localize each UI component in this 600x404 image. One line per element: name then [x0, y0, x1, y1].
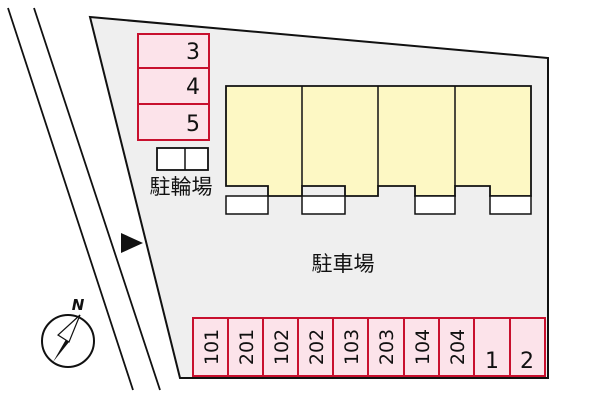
parking-spot	[297, 317, 334, 377]
north-compass-icon: N	[41, 296, 95, 368]
road-edge-left	[7, 7, 134, 391]
parking-spot-label: 3	[186, 40, 200, 65]
balcony	[301, 195, 346, 215]
parking-spot	[137, 67, 210, 105]
parking-spot	[227, 317, 264, 377]
balcony	[414, 195, 456, 215]
parking-spot-label: 1	[485, 349, 499, 374]
top-parking-spots: 3 4 5	[137, 33, 210, 141]
parking-spot-label: 103	[341, 329, 363, 365]
compass-needle-light	[57, 314, 81, 343]
apartment-building	[225, 85, 532, 215]
bicycle-parking-label: 駐輪場	[150, 175, 213, 199]
parking-spot	[192, 317, 229, 377]
parking-spot-label: 104	[412, 329, 434, 365]
parking-spot-label: 101	[201, 329, 223, 365]
balcony	[225, 195, 269, 215]
balcony	[489, 195, 532, 215]
parking-spot	[332, 317, 369, 377]
parking-spot	[403, 317, 440, 377]
parking-spot-label: 204	[447, 329, 469, 365]
parking-spot-label: 4	[186, 75, 200, 100]
parking-spot-label: 102	[271, 329, 293, 365]
parking-spot	[137, 33, 210, 69]
bottom-parking-spots: 101 201 102 202 103 203 104 204 1 2	[192, 317, 546, 377]
road-edge-right	[33, 7, 161, 391]
parking-spot	[509, 317, 546, 377]
north-label: N	[72, 296, 85, 314]
parking-area-label: 駐車場	[312, 252, 375, 276]
parking-spot-label: 5	[186, 112, 200, 137]
parking-spot-label: 201	[236, 329, 258, 365]
parking-spot	[262, 317, 299, 377]
entrance-arrow-icon	[121, 233, 143, 253]
parking-spot-label: 2	[520, 349, 534, 374]
parking-spot-label: 202	[306, 329, 328, 365]
parking-spot-label: 203	[376, 329, 398, 365]
parking-spot	[137, 103, 210, 141]
parking-spot	[367, 317, 405, 377]
bicycle-rack	[156, 147, 209, 171]
